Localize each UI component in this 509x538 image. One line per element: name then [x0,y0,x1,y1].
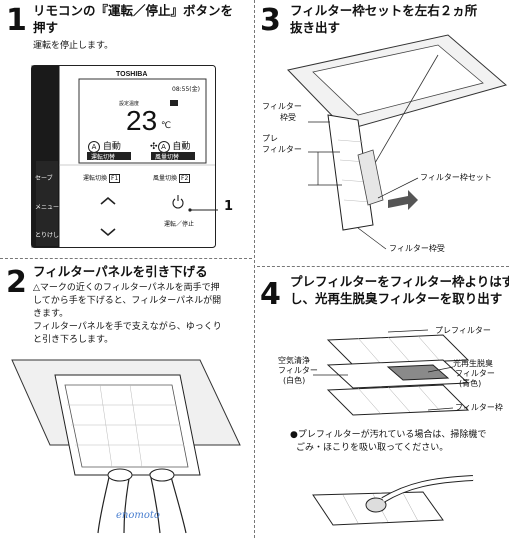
step3-number: 3 [260,3,281,38]
frame-set-label: フィルター枠セット [420,173,492,182]
cancel-button[interactable]: とりけし [35,232,60,239]
step4-note-line2: ごみ・ほこりを吸い取ってください。 [296,443,449,453]
step1-description: 運転を停止します。 [33,41,114,51]
prefilter-label: プレフィルター [435,326,491,335]
step1-title-line2: 押す [33,20,59,35]
step3-title-line1: フィルター枠セットを左右２ヵ所 [290,3,478,18]
mode-switch-label: 運転切換 [83,175,108,182]
up-arrow-button[interactable] [93,193,123,209]
step2-body-line3: きます。 [33,309,69,319]
column-divider [254,0,255,538]
filter-frame-illustration [287,34,508,250]
power-icon[interactable] [167,191,189,207]
divider-right [257,266,509,267]
watermark: enomoto [116,510,160,521]
step4-note-line1: ●プレフィルターが汚れている場合は、掃除機で [290,430,487,440]
step4-title-line2: し、光再生脱臭フィルターを取り出す [290,291,503,306]
prefilter-removal-illustration [312,329,474,526]
fan-icon: ✣ [150,142,158,152]
callout-1: 1 [224,199,234,214]
menu-button[interactable]: メニュー [35,204,60,211]
divider-left [0,258,252,259]
prefilter-label-1: プレ [262,134,278,143]
mode-value: 自動 [102,142,121,152]
fan-value: 自動 [172,142,191,152]
air-purifier-label-3: (白色) [283,376,306,385]
save-button[interactable]: セーブ [35,175,53,182]
remote-body [31,65,218,248]
filter-holder-label-2: 枠受 [280,113,296,122]
deodorizer-label-3: (青色) [459,379,482,388]
remote-controller: TOSHIBA 08:55(金) 設定温度 23 ℃ A 自動 ✣A 自動 運転… [31,65,218,248]
fan-display: ✣A 自動 [150,139,190,153]
prefilter-label-2: フィルター [262,145,302,154]
air-purifier-label-1: 空気清浄 [278,356,310,365]
fan-sub-label: 風量切替 [155,154,180,161]
filter-holder-label-1: フィルター [262,102,302,111]
mode-display: A 自動 [88,139,121,153]
setpoint-label: 設定温度 [119,101,140,107]
remote-brand: TOSHIBA [116,71,148,78]
step2-title: フィルターパネルを引き下げる [33,264,208,279]
f1-key: F1 [109,174,121,183]
frame-holder-label: フィルター枠受 [389,244,445,253]
step3-title-line2: 抜き出す [290,20,341,35]
filter-frame-label: フィルター枠 [455,403,503,412]
step2-body-line1: △マークの近くのフィルターパネルを両手で押 [33,283,220,293]
filter-panel-illustration [11,359,241,534]
step1-title-line1: リモコンの『運転／停止』ボタンを [33,3,234,18]
step4-title-line1: プレフィルターをフィルター枠よりはず [290,274,509,289]
step1-number: 1 [6,3,27,38]
step2-body-line5: と引き下ろします。 [33,335,114,345]
step2-body-line2: してから手を下げると、フィルターパネルが開 [33,296,222,306]
f2-key: F2 [179,174,191,183]
down-arrow-button[interactable] [93,223,123,239]
temperature-value: 23 [126,105,158,136]
step2-body-line4: フィルターパネルを手で支えながら、ゆっくり [33,322,222,332]
power-label: 運転／停止 [164,221,195,228]
step2-number: 2 [6,265,27,300]
remote-time: 08:55(金) [172,86,200,93]
deodorizer-label-1: 光再生脱臭 [453,359,493,368]
step4-number: 4 [260,277,281,312]
fan-switch-label: 風量切換 [153,175,178,182]
temperature-unit: ℃ [161,121,172,131]
deodorizer-label-2: フィルター [455,369,495,378]
mode-sub-label: 運転切替 [91,154,116,161]
air-purifier-label-2: フィルター [278,366,318,375]
